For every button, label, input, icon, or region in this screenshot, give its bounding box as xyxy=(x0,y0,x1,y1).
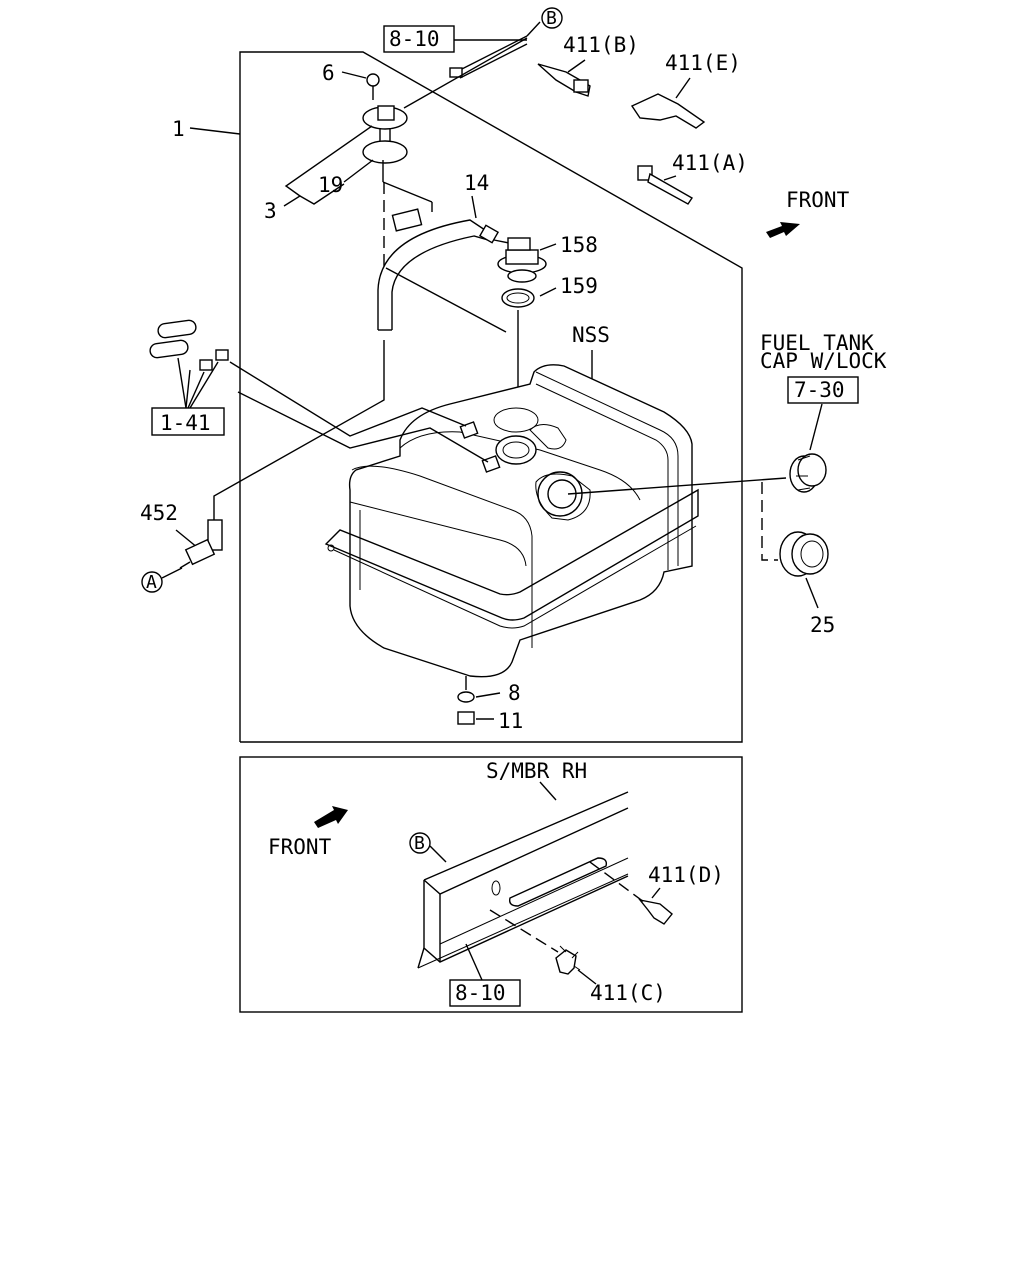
locking-cap xyxy=(789,453,827,493)
ref-8-10-top: 8-10 xyxy=(389,27,440,51)
label-nss: NSS xyxy=(572,323,610,347)
front-indicator-detail: FRONT xyxy=(268,806,348,859)
label-fuel-cap-line1: FUEL TANK xyxy=(760,331,874,355)
label-part-8: 8 xyxy=(508,681,521,705)
label-part-3: 3 xyxy=(264,199,277,223)
label-part-158: 158 xyxy=(560,233,598,257)
front-arrow-detail-icon xyxy=(314,806,348,828)
label-smbr-rh: S/MBR RH xyxy=(486,759,587,783)
label-411-c: 411(C) xyxy=(590,981,666,1005)
label-411-a: 411(A) xyxy=(672,151,748,175)
label-part-1: 1 xyxy=(172,117,185,141)
label-part-159: 159 xyxy=(560,274,598,298)
label-411-d: 411(D) xyxy=(648,863,724,887)
standard-cap-25 xyxy=(779,531,829,577)
front-arrow-icon xyxy=(766,222,800,238)
clip-411-e: 411(E) xyxy=(630,51,741,129)
breather-group-1-41: 1-41 xyxy=(149,319,489,463)
fuel-tank-body xyxy=(324,364,699,678)
front-indicator-main: FRONT xyxy=(766,188,850,238)
label-part-6: 6 xyxy=(322,61,335,85)
clip-411-b: 411(B) xyxy=(537,33,639,97)
callout-b-detail: B xyxy=(414,833,425,854)
callout-a-circle xyxy=(141,571,163,593)
label-fuel-cap-line2: CAP W/LOCK xyxy=(760,349,887,373)
clip-411-c xyxy=(555,945,581,975)
label-part-11: 11 xyxy=(498,709,523,733)
pump-unit-158: 158 159 xyxy=(385,224,598,430)
callout-b-label: B xyxy=(546,8,557,29)
label-part-25: 25 xyxy=(810,613,835,637)
ref-7-30: 7-30 xyxy=(794,378,845,402)
front-label-main: FRONT xyxy=(786,188,850,212)
elbow-452: 452 A xyxy=(140,340,385,593)
callout-a-label: A xyxy=(146,572,157,593)
callout-b-circle xyxy=(541,7,563,29)
fuel-cap-group: FUEL TANK CAP W/LOCK 7-30 25 xyxy=(567,331,887,637)
harness-top: 8-10 B xyxy=(383,7,563,79)
side-member-detail: S/MBR RH FRONT B 411(D) xyxy=(268,759,724,1007)
clip-411-a: 411(A) xyxy=(637,151,748,205)
label-part-14: 14 xyxy=(464,171,489,195)
label-411-b: 411(B) xyxy=(563,33,639,57)
ref-1-41: 1-41 xyxy=(160,411,211,435)
detail-panel xyxy=(239,756,743,1013)
front-label-detail: FRONT xyxy=(268,835,332,859)
hose-14: 14 xyxy=(377,171,489,331)
label-part-452: 452 xyxy=(140,501,178,525)
fuel-sender-assembly: 6 19 3 xyxy=(264,37,528,232)
drain-plug: 8 11 xyxy=(457,676,523,733)
label-411-e: 411(E) xyxy=(665,51,741,75)
ref-8-10-detail: 8-10 xyxy=(455,981,506,1005)
main-panel xyxy=(239,51,743,743)
